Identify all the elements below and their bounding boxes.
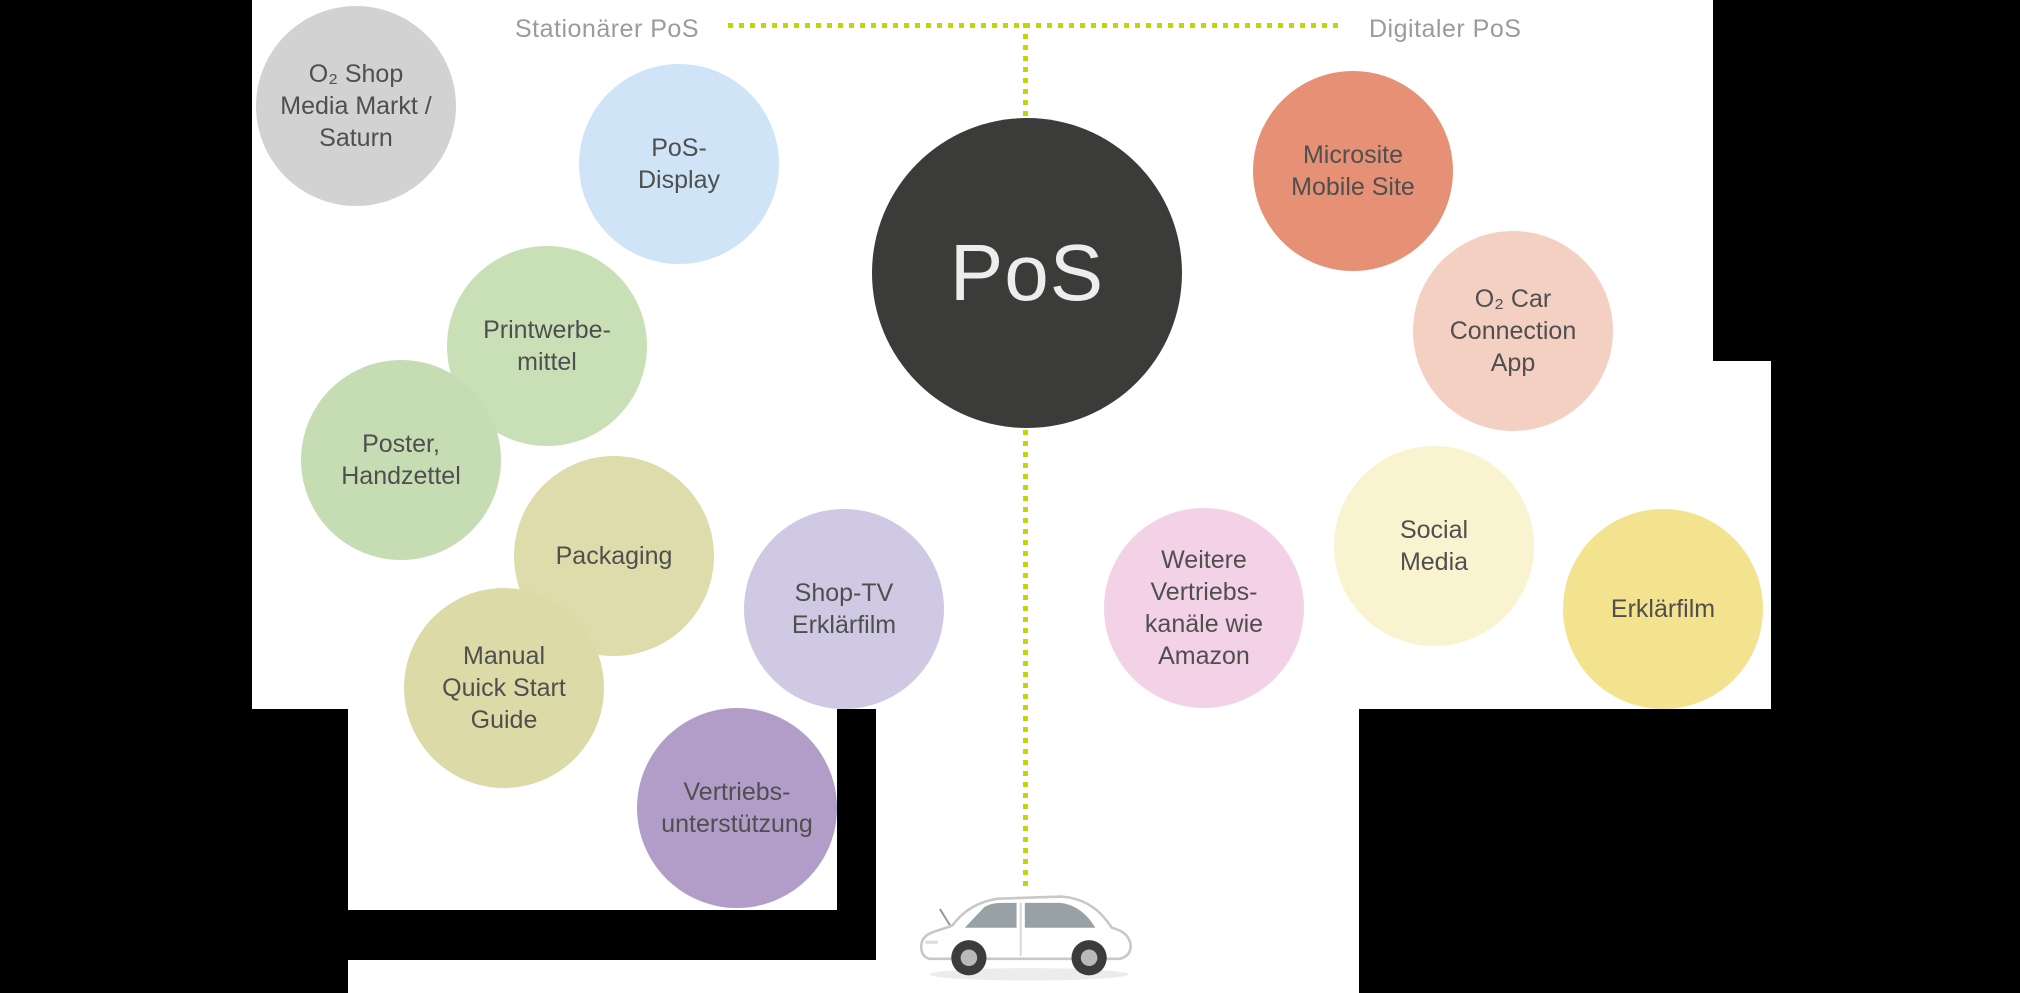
bubble-label: Erklärfilm xyxy=(1610,595,1716,623)
bubble-label: Vertriebs- unterstützung xyxy=(661,778,813,838)
bubble-label: O₂ Shop Media Markt / Saturn xyxy=(280,60,432,152)
center-node-label: PoS xyxy=(949,228,1105,317)
bubble-label: O₂ Car Connection App xyxy=(1449,285,1577,377)
bubble-packaging: Packaging xyxy=(514,456,714,656)
bubble-pos-display: PoS- Display xyxy=(579,64,779,264)
bubble-label: Microsite Mobile Site xyxy=(1291,141,1415,201)
bubble-o2-shop: O₂ Shop Media Markt / Saturn xyxy=(256,6,456,206)
bubble-label: PoS- Display xyxy=(638,134,720,194)
center-node-pos: PoS xyxy=(872,118,1182,428)
zone-label-digital-pos: Digitaler PoS xyxy=(1369,15,1522,43)
bubble-o2-car-connection-app: O₂ Car Connection App xyxy=(1413,231,1613,431)
canvas-background xyxy=(348,960,1359,993)
bubble-label: Shop-TV Erklärfilm xyxy=(791,579,897,639)
car-icon xyxy=(919,895,1132,981)
bubble-label: Poster, Handzettel xyxy=(341,430,461,490)
bubble-shop-tv-erklaerfilm: Shop-TV Erklärfilm xyxy=(744,509,944,709)
bubble-label: Manual Quick Start Guide xyxy=(442,642,566,734)
bubble-erklaerfilm: Erklärfilm xyxy=(1563,509,1763,709)
bubble-label: Weitere Vertriebs- kanäle wie Amazon xyxy=(1144,546,1264,670)
bubble-label: Social Media xyxy=(1399,516,1469,576)
divider-dotted-horizontal xyxy=(728,23,1340,28)
bubble-vertriebsunterstuetzung: Vertriebs- unterstützung xyxy=(637,708,837,908)
bubble-weitere-vertriebskanaele: Weitere Vertriebs- kanäle wie Amazon xyxy=(1104,508,1304,708)
bubble-social-media: Social Media xyxy=(1334,446,1534,646)
divider-dotted-vertical xyxy=(1023,23,1028,889)
bubble-microsite-mobile-site: Microsite Mobile Site xyxy=(1253,71,1453,271)
zone-label-stationary-pos: Stationärer PoS xyxy=(515,15,699,43)
bubble-manual-quick-start-guide: Manual Quick Start Guide xyxy=(404,588,604,788)
bubble-label: Packaging xyxy=(555,542,673,570)
bubble-label: Printwerbe- mittel xyxy=(483,316,611,376)
bubble-poster-handzettel: Poster, Handzettel xyxy=(301,360,501,560)
